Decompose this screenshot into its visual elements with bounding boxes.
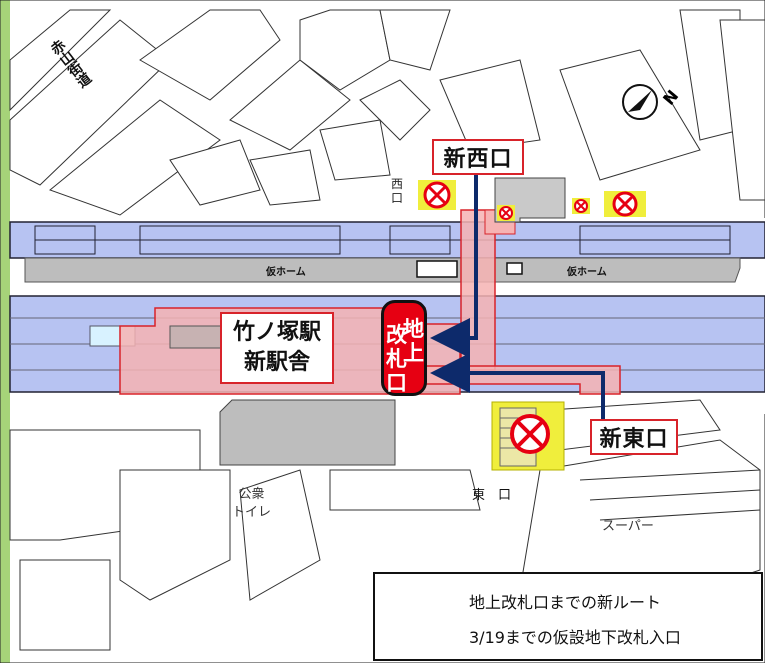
legend-route-row: 地上改札口までの新ルート <box>375 583 761 619</box>
new-route-arrows <box>430 168 605 420</box>
ground-level-gate: 地 上 改 札 口 <box>381 300 427 396</box>
new-west-exit-label: 新西口 <box>432 139 524 175</box>
closed-entrance-markers <box>423 181 638 454</box>
grey-building <box>219 399 396 466</box>
legend-route-label: 地上改札口までの新ルート <box>469 593 662 612</box>
west-exit-label: 西 口 <box>391 177 404 205</box>
legend: 地上改札口までの新ルート 3/19までの仮設地下改札入口 <box>373 572 763 661</box>
new-east-exit-label: 新東口 <box>590 419 678 455</box>
station-name-line2: 新駅舎 <box>243 350 310 375</box>
temp-platform-label-east: 仮ホーム <box>567 267 607 278</box>
left-border <box>0 0 10 663</box>
temp-platform-label-west: 仮ホーム <box>266 267 306 278</box>
temporary-platform <box>24 257 741 283</box>
supermarket-label: スーパー <box>602 519 654 534</box>
legend-closed-label: 3/19までの仮設地下改札入口 <box>469 628 681 647</box>
public-toilet-label: 公衆 トイレ <box>232 487 272 520</box>
station-name-box: 竹ノ塚駅 新駅舎 <box>220 312 334 384</box>
legend-closed-row: 3/19までの仮設地下改札入口 <box>375 618 761 654</box>
north-compass <box>622 84 658 120</box>
station-name-line1: 竹ノ塚駅 <box>232 320 321 345</box>
east-exit-label: 東 口 <box>472 488 512 503</box>
